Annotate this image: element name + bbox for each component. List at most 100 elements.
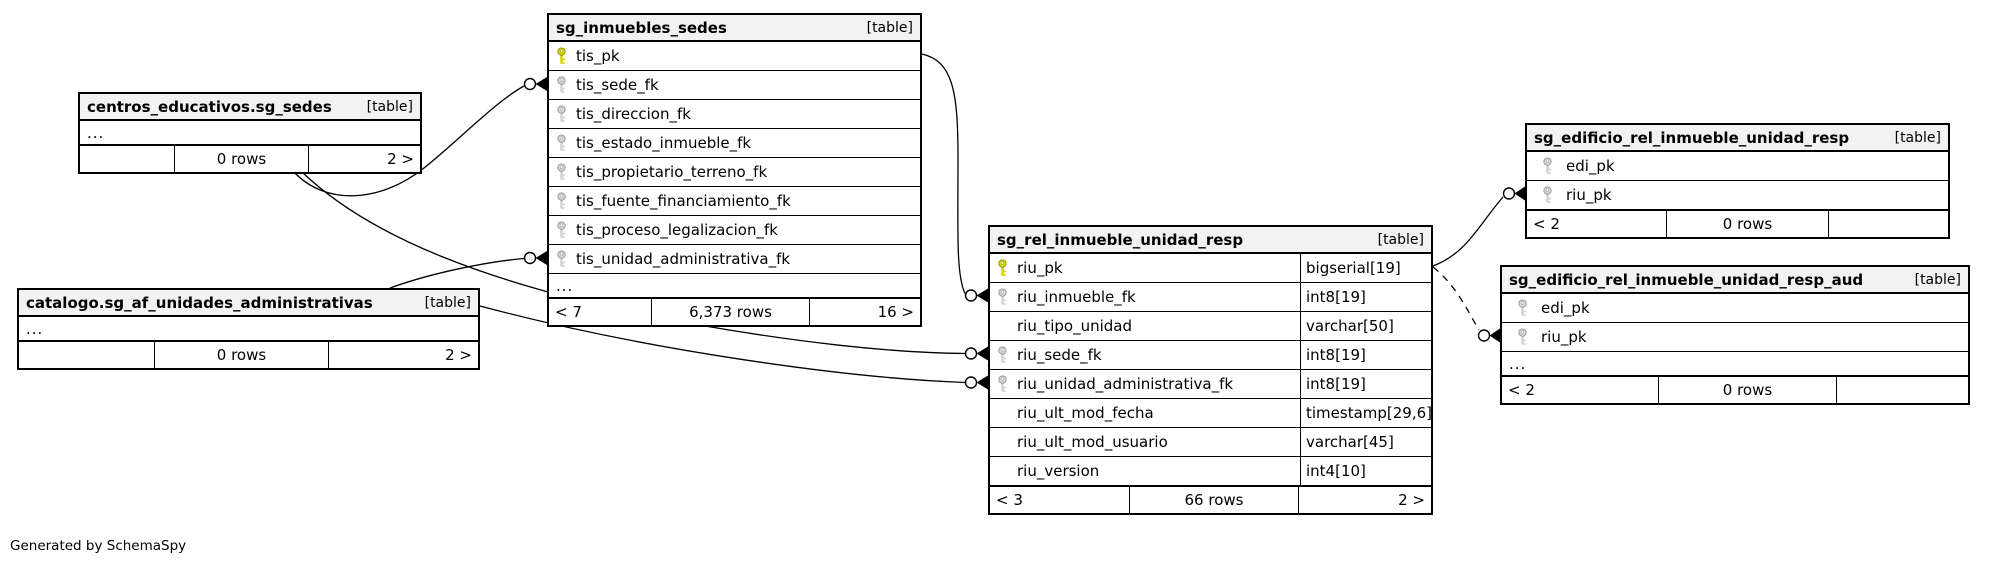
table-badge: [table]	[1894, 129, 1941, 146]
ellipsis-row: ...	[549, 273, 920, 297]
primary-key-icon	[556, 47, 567, 65]
column-row: tis_direccion_fk	[549, 99, 920, 128]
column-name: tis_pk	[576, 47, 620, 65]
column-row: riu_pk	[1502, 322, 1968, 351]
crow-foot-arrow	[535, 251, 547, 265]
footer-next	[1837, 377, 1968, 403]
foreign-key-icon	[556, 221, 567, 239]
ellipsis-label: ...	[556, 276, 574, 295]
footer-row-count: 0 rows	[1667, 211, 1829, 237]
column-name: riu_version	[1017, 462, 1100, 480]
footer-prev[interactable]: < 7	[549, 299, 652, 325]
table-header[interactable]: sg_rel_inmueble_unidad_resp [table]	[990, 227, 1431, 254]
crow-foot-arrow	[976, 375, 988, 390]
table-badge: [table]	[1377, 231, 1424, 248]
table-header[interactable]: catalogo.sg_af_unidades_administrativas …	[19, 290, 478, 317]
foreign-key-icon	[556, 163, 567, 181]
footer-next	[1829, 211, 1948, 237]
table-sg-edificio-rel-inmueble-unidad-resp[interactable]: sg_edificio_rel_inmueble_unidad_resp [ta…	[1525, 123, 1950, 239]
column-name: tis_estado_inmueble_fk	[576, 134, 752, 152]
column-name: tis_sede_fk	[576, 76, 659, 94]
column-name: tis_propietario_terreno_fk	[576, 163, 768, 181]
table-title[interactable]: sg_rel_inmueble_unidad_resp	[997, 230, 1244, 249]
column-name: riu_sede_fk	[1017, 346, 1102, 364]
footer-next[interactable]: 2 >	[445, 346, 472, 364]
footer-prev[interactable]: < 2	[1527, 211, 1667, 237]
table-centros-educativos-sg-sedes[interactable]: centros_educativos.sg_sedes [table] ... …	[78, 92, 422, 174]
column-name: riu_unidad_administrativa_fk	[1017, 375, 1234, 393]
foreign-key-icon	[1542, 157, 1553, 175]
footer-next[interactable]: 2 >	[1398, 491, 1425, 509]
column-name: riu_ult_mod_fecha	[1017, 404, 1154, 422]
rel-catalogo-to-tis-unidad-administrativa-fk	[389, 257, 525, 289]
zero-many-circle	[523, 77, 537, 91]
footer-next[interactable]: 2 >	[387, 150, 414, 168]
column-name: edi_pk	[1566, 157, 1615, 175]
table-title[interactable]: catalogo.sg_af_unidades_administrativas	[26, 293, 373, 312]
column-name: riu_pk	[1566, 186, 1612, 204]
footer-row-count: 0 rows	[155, 342, 329, 368]
table-title[interactable]: sg_edificio_rel_inmueble_unidad_resp_aud	[1509, 270, 1864, 289]
crow-foot-arrow	[1514, 186, 1525, 201]
foreign-key-icon	[556, 134, 567, 152]
foreign-key-icon	[1542, 186, 1553, 204]
foreign-key-icon	[1517, 328, 1528, 346]
table-footer: 0 rows 2 >	[80, 144, 420, 172]
crow-foot-arrow	[976, 346, 988, 361]
footer-prev[interactable]: < 3	[990, 487, 1130, 513]
rel-riu-pk-to-aud-riu-pk-dashed	[1432, 266, 1480, 331]
foreign-key-icon	[556, 105, 567, 123]
footer-row-count: 66 rows	[1130, 487, 1299, 513]
foreign-key-icon	[556, 250, 567, 268]
column-name: tis_fuente_financiamiento_fk	[576, 192, 791, 210]
column-row: tis_unidad_administrativa_fk	[549, 244, 920, 273]
column-name: tis_unidad_administrativa_fk	[576, 250, 791, 268]
table-header[interactable]: sg_edificio_rel_inmueble_unidad_resp [ta…	[1527, 125, 1948, 152]
table-badge: [table]	[866, 19, 913, 36]
foreign-key-icon	[997, 375, 1008, 393]
footer-row-count: 6,373 rows	[652, 299, 810, 325]
table-footer: < 3 66 rows 2 >	[990, 485, 1431, 513]
column-type: varchar[45]	[1300, 428, 1431, 456]
column-type: int8[19]	[1300, 283, 1431, 311]
ellipsis-label: ...	[26, 319, 44, 338]
rel-riu-pk-to-edificio-riu-pk	[1432, 196, 1504, 267]
zero-many-circle	[1477, 329, 1491, 342]
footer-next[interactable]: 16 >	[877, 303, 914, 321]
ellipsis-label: ...	[87, 123, 105, 142]
table-badge: [table]	[424, 294, 471, 311]
table-badge: [table]	[1914, 271, 1961, 288]
column-row: riu_sede_fk int8[19]	[990, 340, 1431, 369]
footer-prev[interactable]: < 2	[1502, 377, 1659, 403]
table-sg-inmuebles-sedes[interactable]: sg_inmuebles_sedes [table] tis_pk tis_sed…	[547, 13, 922, 327]
table-footer: 0 rows 2 >	[19, 340, 478, 368]
table-title[interactable]: sg_inmuebles_sedes	[556, 18, 727, 37]
foreign-key-icon	[1517, 299, 1528, 317]
zero-many-circle	[964, 376, 978, 389]
table-header[interactable]: sg_edificio_rel_inmueble_unidad_resp_aud…	[1502, 267, 1968, 294]
table-catalogo-sg-af-unidades-administrativas[interactable]: catalogo.sg_af_unidades_administrativas …	[17, 288, 480, 370]
table-sg-rel-inmueble-unidad-resp[interactable]: sg_rel_inmueble_unidad_resp [table] riu_…	[988, 225, 1433, 515]
column-row: tis_proceso_legalizacion_fk	[549, 215, 920, 244]
table-sg-edificio-rel-inmueble-unidad-resp-aud[interactable]: sg_edificio_rel_inmueble_unidad_resp_aud…	[1500, 265, 1970, 405]
column-type: bigserial[19]	[1300, 254, 1431, 282]
column-row: riu_pk	[1527, 180, 1948, 209]
table-title[interactable]: centros_educativos.sg_sedes	[87, 97, 332, 116]
column-type: int8[19]	[1300, 341, 1431, 369]
footer-row-count: 0 rows	[1659, 377, 1837, 403]
foreign-key-icon	[997, 346, 1008, 364]
table-title[interactable]: sg_edificio_rel_inmueble_unidad_resp	[1534, 128, 1850, 147]
column-row: tis_pk	[549, 42, 920, 70]
table-header[interactable]: sg_inmuebles_sedes [table]	[549, 15, 920, 42]
table-footer: < 7 6,373 rows 16 >	[549, 297, 920, 325]
column-name: edi_pk	[1541, 299, 1590, 317]
table-header[interactable]: centros_educativos.sg_sedes [table]	[80, 94, 420, 121]
column-row: tis_propietario_terreno_fk	[549, 157, 920, 186]
foreign-key-icon	[556, 76, 567, 94]
column-type: timestamp[29,6]	[1300, 399, 1432, 427]
column-row: edi_pk	[1527, 152, 1948, 180]
